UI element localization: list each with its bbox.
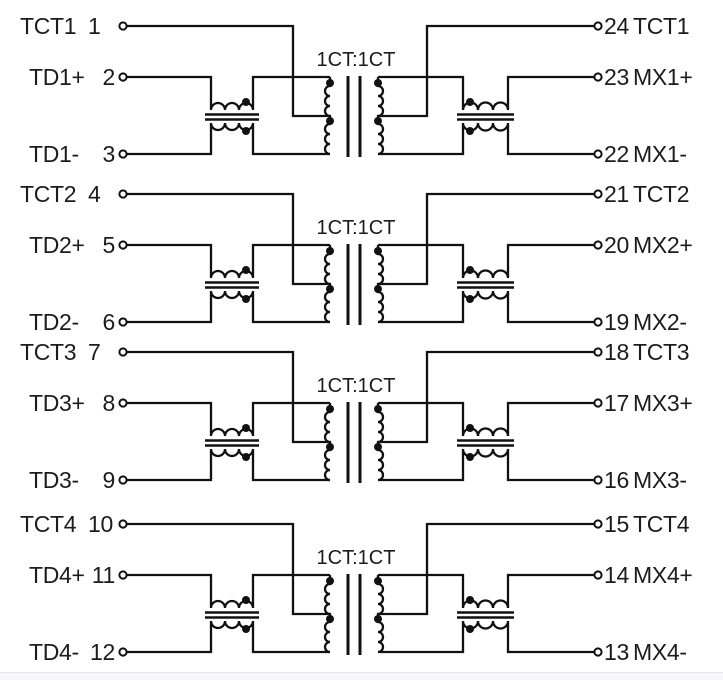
turns-ratio-label: 1CT:1CT [317, 547, 396, 569]
right-pin-name: MX1+ [633, 64, 693, 90]
right-pin-name: TCT1 [633, 13, 689, 39]
right-pin-number: 19 [604, 309, 629, 335]
channel-circuit [117, 20, 604, 160]
left-pin-name: TD1+ [29, 64, 85, 90]
right-pin-name: MX4+ [633, 562, 693, 588]
right-pin-name: MX1- [633, 141, 687, 167]
transformer-channel-1: TCT1 1 TD1+ 2 TD1- 3 24 TCT1 23 MX1+ 22 … [20, 13, 693, 167]
left-pin-number: 12 [90, 639, 115, 665]
right-pin-number: 17 [604, 390, 629, 416]
channel-circuit [117, 518, 604, 658]
right-pin-name: MX3+ [633, 390, 693, 416]
right-pin-name: MX4- [633, 639, 687, 665]
bottom-separator [0, 672, 723, 680]
left-pin-number: 9 [103, 467, 116, 493]
transformer-channel-2: TCT2 4 TD2+ 5 TD2- 6 21 TCT2 20 MX2+ 19 … [20, 181, 693, 335]
left-pin-name: TD3+ [29, 390, 85, 416]
right-pin-name: MX2+ [633, 232, 693, 258]
left-pin-number: 10 [88, 511, 113, 537]
left-pin-name: TD2- [29, 309, 79, 335]
right-pin-number: 21 [604, 181, 629, 207]
left-pin-number: 3 [103, 141, 116, 167]
right-pin-number: 18 [604, 339, 629, 365]
channel-circuit [117, 188, 604, 328]
left-pin-name: TD4- [29, 639, 79, 665]
left-pin-number: 11 [92, 562, 115, 588]
left-pin-number: 8 [103, 390, 116, 416]
turns-ratio-label: 1CT:1CT [317, 375, 396, 397]
left-pin-name: TCT1 [20, 13, 76, 39]
right-pin-number: 16 [604, 467, 629, 493]
right-pin-number: 13 [604, 639, 629, 665]
left-pin-name: TD1- [29, 141, 79, 167]
left-pin-name: TD2+ [29, 232, 85, 258]
right-pin-number: 14 [604, 562, 629, 588]
right-pin-number: 15 [604, 511, 629, 537]
left-pin-name: TCT2 [20, 181, 76, 207]
left-pin-number: 6 [103, 309, 116, 335]
right-pin-number: 20 [604, 232, 629, 258]
left-pin-name: TD3- [29, 467, 79, 493]
left-pin-name: TCT3 [20, 339, 76, 365]
right-pin-name: TCT3 [633, 339, 689, 365]
right-pin-name: TCT2 [633, 181, 689, 207]
transformer-channel-3: TCT3 7 TD3+ 8 TD3- 9 18 TCT3 17 MX3+ 16 … [20, 339, 693, 493]
left-pin-number: 1 [88, 13, 101, 39]
right-pin-number: 23 [604, 64, 629, 90]
left-pin-name: TD4+ [29, 562, 85, 588]
left-pin-number: 5 [103, 232, 116, 258]
right-pin-name: MX2- [633, 309, 687, 335]
channel-circuit [117, 346, 604, 486]
right-pin-name: MX3- [633, 467, 687, 493]
left-pin-number: 7 [88, 339, 101, 365]
right-pin-name: TCT4 [633, 511, 690, 537]
left-pin-name: TCT4 [20, 511, 77, 537]
left-pin-number: 4 [88, 181, 101, 207]
right-pin-number: 22 [604, 141, 629, 167]
transformer-channel-4: TCT4 10 TD4+ 11 TD4- 12 15 TCT4 14 MX4+ … [20, 511, 693, 665]
turns-ratio-label: 1CT:1CT [317, 217, 396, 239]
turns-ratio-label: 1CT:1CT [317, 49, 396, 71]
left-pin-number: 2 [103, 64, 116, 90]
right-pin-number: 24 [604, 13, 629, 39]
